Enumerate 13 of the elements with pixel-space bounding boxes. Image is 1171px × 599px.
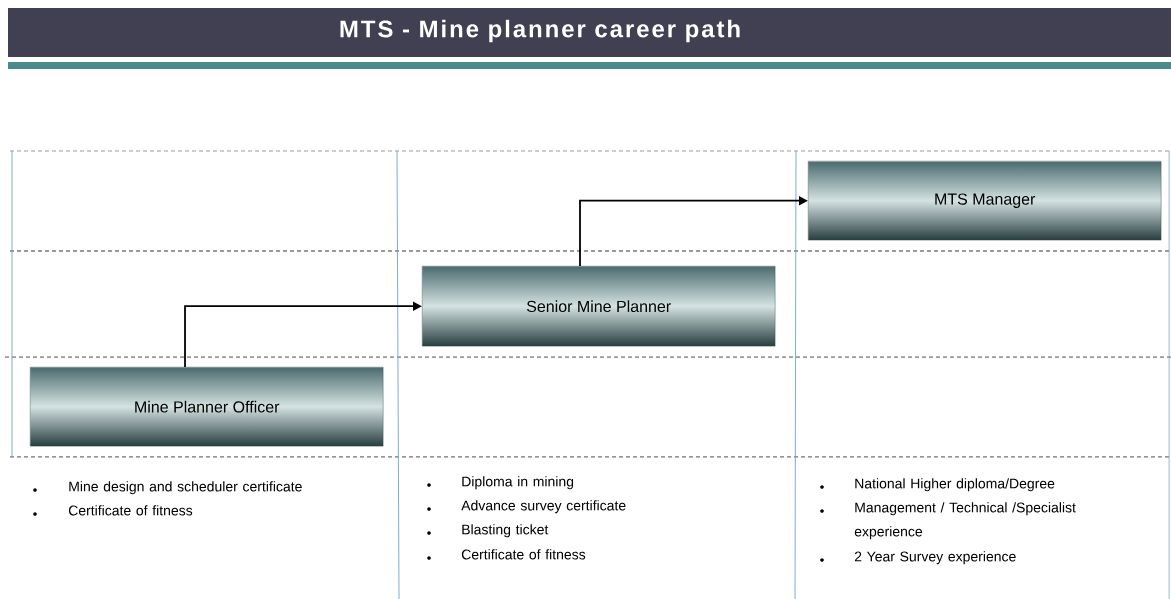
requirement-text: Management / Technical /Specialist experience [854,502,1076,540]
requirement-text: Advance survey certificate [461,500,626,514]
role-box: Senior Mine Planner [422,266,776,347]
requirement-text: National Higher diploma/Degree [855,478,1055,492]
requirement-text: Mine design and scheduler certificate [69,481,302,495]
role-box: Mine Planner Officer [30,367,384,447]
requirement-text: Diploma in mining [462,476,574,490]
title-bar: MTS - Mine planner career path [8,8,1171,57]
requirement-text: Certificate of fitness [68,505,193,516]
requirement-text: 2 Year Survey experience [854,551,1016,565]
requirement-text: Certificate of fitness [461,549,586,560]
requirement-text: Blasting ticket [462,524,549,538]
role-box: MTS Manager [808,161,1162,241]
